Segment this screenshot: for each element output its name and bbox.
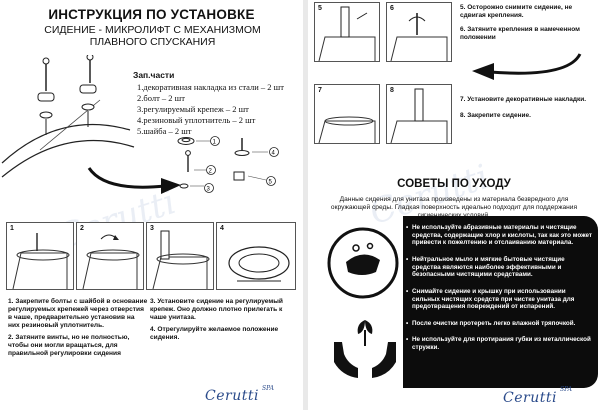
note-item: 7. Установите декоративные накладки. [460, 96, 587, 103]
step-panel-1: 1 [6, 222, 74, 290]
notes-mid: 7. Установите декоративные накладки. 8. … [460, 96, 598, 120]
brand-logo: Cerutti [503, 390, 557, 406]
panel-number: 2 [80, 225, 84, 232]
care-intro: Данные сидения для унитаза произведены и… [330, 196, 578, 219]
step-panel-4: 4 [216, 222, 296, 290]
hand-wash-icon [327, 227, 399, 299]
care-tip-item: Не используйте для протирания губки из м… [406, 336, 592, 351]
step-panel-7: 7 [314, 84, 380, 144]
subtitle-line-1: СИДЕНИЕ - МИКРОЛИФТ С МЕХАНИЗМОМ [44, 24, 261, 36]
toilet-illustration [390, 88, 448, 143]
steps-column-2: 3. Установите сидение на регулируемый кр… [150, 298, 290, 346]
parts-heading: Зап.части [133, 70, 175, 80]
parts-list-item: 2.болт – 2 шт [137, 93, 185, 103]
panel-number: 8 [390, 87, 394, 94]
care-title: СОВЕТЫ ПО УХОДУ [397, 178, 511, 190]
panel-number: 3 [150, 225, 154, 232]
right-page: Cerutti 5 6 5. Осторожно снимите сидение… [308, 0, 600, 410]
page-title: ИНСТРУКЦИЯ ПО УСТАНОВКЕ [48, 7, 255, 22]
part-callout-4: 4 [272, 151, 276, 157]
toilet-illustration [82, 234, 140, 289]
step-panel-5: 5 [314, 2, 380, 62]
left-page: Cerutti ИНСТРУКЦИЯ ПО УСТАНОВКЕ СИДЕНИЕ … [1, 7, 296, 404]
brand-logo-sup: SPA [262, 385, 274, 392]
page-subtitle: СИДЕНИЕ - МИКРОЛИФТ С МЕХАНИЗМОМ ПЛАВНОГ… [40, 24, 265, 48]
brand-logo: Cerutti [205, 388, 259, 404]
parts-list-item: 1.декоративная накладка из стали – 2 шт [137, 82, 284, 92]
arrow-icon [472, 53, 582, 80]
step-item: 3. Установите сидение на регулируемый кр… [150, 298, 283, 321]
panel-number: 1 [10, 225, 14, 232]
parts-list-item: 5.шайба – 2 шт [137, 126, 192, 136]
note-item: 5. Осторожно снимите сидение, не сдвигая… [460, 4, 573, 19]
toilet-illustration [12, 233, 70, 289]
panel-number: 4 [220, 225, 224, 232]
care-tip-item: После очистки протереть легко влажной тр… [406, 320, 592, 328]
toilet-illustration [152, 230, 210, 289]
care-tip-item: Не используйте абразивные материалы и чи… [406, 224, 592, 247]
part-callout-1: 1 [213, 140, 217, 146]
step-item: 1. Закрепите болты с шайбой в основание … [8, 298, 148, 329]
panel-number: 5 [318, 5, 322, 12]
parts-list: 1.декоративная накладка из стали – 2 шт … [137, 82, 284, 137]
part-callout-5: 5 [269, 180, 273, 186]
page-gutter [303, 0, 308, 410]
eco-hands-icon [334, 320, 396, 378]
care-tip-item: Нейтральное мыло и мягкие бытовые чистящ… [406, 256, 592, 279]
note-item: 8. Закрепите сидение. [460, 112, 531, 119]
notes-top: 5. Осторожно снимите сидение, не сдвигая… [460, 4, 598, 42]
part-callout-2: 2 [209, 169, 213, 175]
parts-list-item: 3.регулируемый крепеж – 2 шт [137, 104, 249, 114]
subtitle-line-2: ПЛАВНОГО СПУСКАНИЯ [89, 36, 216, 48]
step-item: 4. Отрегулируйте желаемое положение сиде… [150, 326, 279, 341]
panel-number: 6 [390, 5, 394, 12]
parts-illustration: 1 4 2 5 3 [177, 136, 279, 193]
step-panel-8: 8 [386, 84, 452, 144]
step-panel-6: 6 [386, 2, 452, 62]
note-item: 6. Затяните крепления в намеченном полож… [460, 26, 580, 41]
toilet-illustration [390, 13, 448, 61]
steps-column-1: 1. Закрепите болты с шайбой в основание … [8, 298, 148, 362]
step-panel-2: 2 [76, 222, 144, 290]
brand-logo-sup: SPA [560, 386, 572, 393]
parts-list-item: 4.резиновый уплотнитель – 2 шт [137, 115, 256, 125]
arrow-icon [87, 167, 181, 194]
panel-number: 7 [318, 87, 322, 94]
step-panel-3: 3 [146, 222, 214, 290]
care-tip-item: Снимайте сидение и крышку при использова… [406, 288, 592, 311]
part-callout-3: 3 [207, 187, 211, 193]
toilet-illustration [318, 116, 376, 143]
seat-illustration [228, 246, 290, 282]
exploded-seat-diagram [1, 55, 135, 178]
toilet-illustration [318, 6, 376, 61]
step-item: 2. Затяните винты, но не полностью, чтоб… [8, 334, 130, 357]
